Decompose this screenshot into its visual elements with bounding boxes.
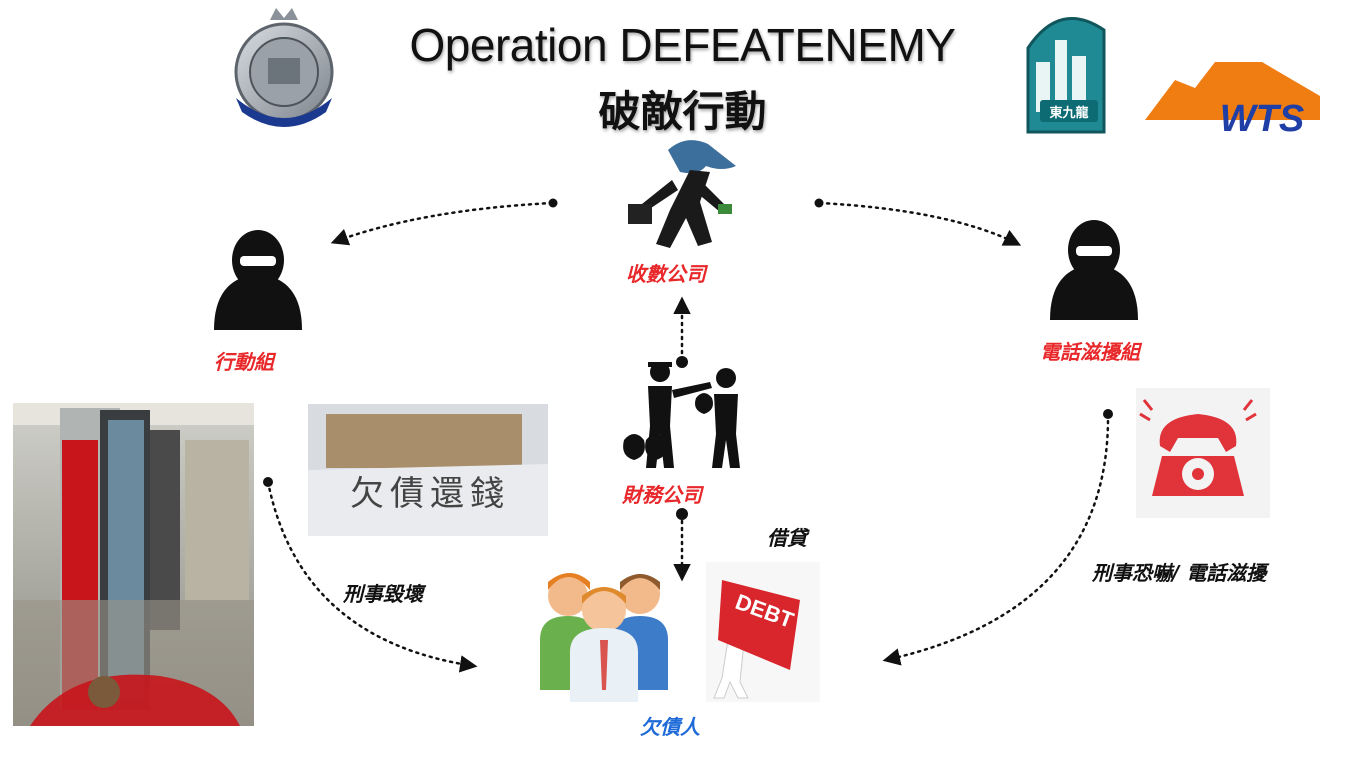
police-crest-icon [234, 8, 334, 127]
district-logo [1026, 16, 1106, 134]
label-intimidation: 刑事恐嚇/ 電話滋擾 [1092, 561, 1267, 585]
debtors-group-icon [540, 573, 668, 702]
wts-logo-text: WTS [1220, 98, 1304, 140]
label-criminal-damage: 刑事毀壞 [343, 582, 423, 606]
label-collection-company: 收數公司 [626, 262, 706, 286]
paper-note-photo [308, 404, 548, 536]
finance-company-icon [623, 362, 740, 468]
label-lending: 借貸 [767, 526, 807, 550]
red-paint-door-photo [13, 403, 254, 726]
red-phone-icon [1136, 388, 1270, 518]
arrow-tail-dots [263, 198, 1113, 520]
label-finance-company: 財務公司 [622, 483, 702, 507]
arrow-phone-team-to-debtor [882, 412, 1110, 666]
loan-shark-icon [628, 140, 736, 248]
arrow-collection-to-phone-team [818, 201, 1022, 246]
label-debtor: 欠債人 [640, 715, 700, 739]
label-phone-harassment-team: 電話滋擾組 [1040, 340, 1140, 364]
district-logo-text: 東九龍 [1049, 105, 1088, 121]
hooded-figure-right-icon [1050, 220, 1138, 320]
hooded-figure-left-icon [214, 230, 302, 330]
debt-figure-icon [706, 562, 820, 702]
title-chinese: 破敵行動 [598, 87, 767, 136]
wts-logo [1145, 62, 1320, 120]
arrow-collection-to-action-team [330, 201, 554, 246]
label-action-team: 行動組 [214, 350, 274, 374]
title-english: Operation DEFEATENEMY [409, 19, 956, 71]
arrow-action-team-to-debtor [266, 480, 478, 673]
paper-note-text: 欠債還錢 [350, 474, 510, 514]
